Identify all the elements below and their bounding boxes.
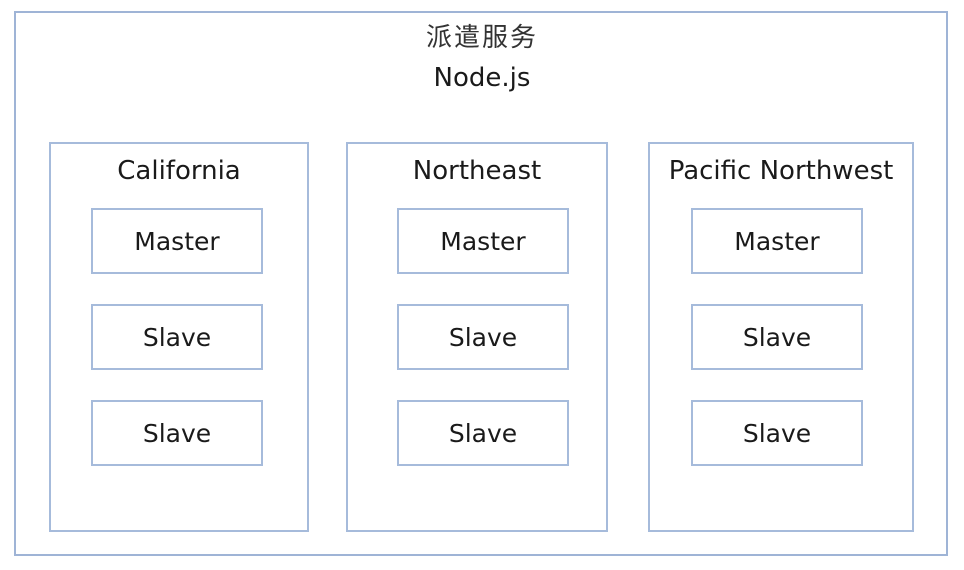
region-box-pacific-northwest: Pacific Northwest Master Slave Slave	[648, 142, 914, 532]
region-box-california: California Master Slave Slave	[49, 142, 309, 532]
slave-node: Slave	[397, 400, 569, 466]
service-title-chinese: 派遣服务	[425, 23, 538, 53]
slave-node: Slave	[691, 400, 863, 466]
master-node: Master	[691, 208, 863, 274]
slave-node: Slave	[91, 304, 263, 370]
slave-node: Slave	[397, 304, 569, 370]
master-node: Master	[91, 208, 263, 274]
service-title-platform: Node.js	[433, 63, 531, 93]
slave-node: Slave	[691, 304, 863, 370]
region-box-northeast: Northeast Master Slave Slave	[346, 142, 608, 532]
region-label: California	[117, 156, 241, 186]
region-label: Pacific Northwest	[668, 156, 894, 186]
slave-node: Slave	[91, 400, 263, 466]
region-label: Northeast	[412, 156, 542, 186]
master-node: Master	[397, 208, 569, 274]
